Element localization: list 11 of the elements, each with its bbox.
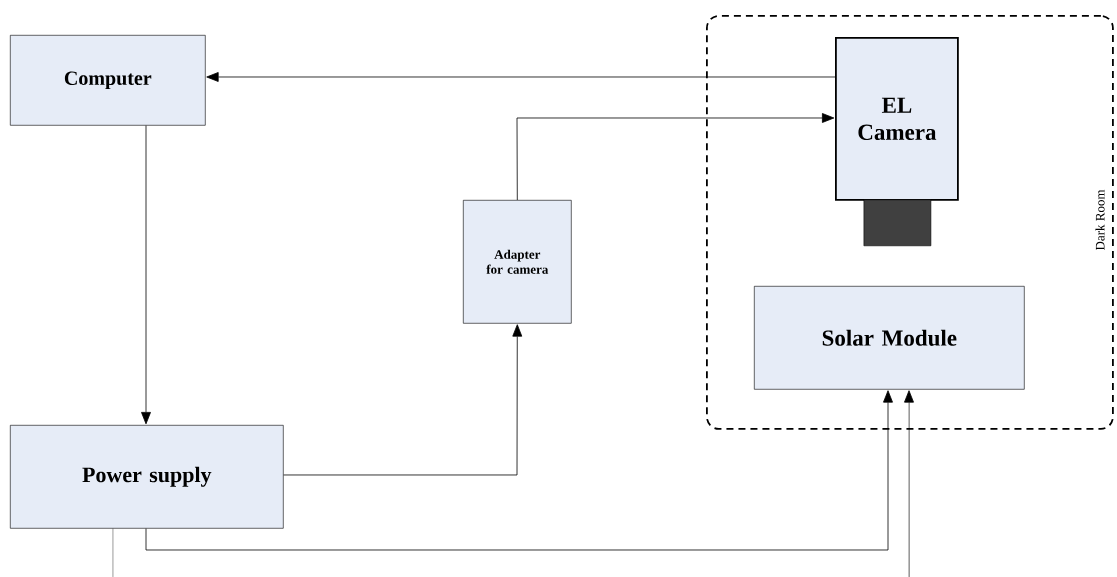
process-box: Adapter for camera bbox=[463, 200, 572, 324]
camera-box: EL Camera bbox=[835, 37, 959, 201]
arrow bbox=[141, 125, 151, 425]
arrow bbox=[145, 390, 893, 551]
process-box: Power supply bbox=[10, 424, 284, 529]
process-box: Solar Module bbox=[754, 286, 1025, 390]
process-box: Computer bbox=[10, 35, 206, 126]
arrow bbox=[516, 113, 835, 201]
arrow bbox=[283, 324, 523, 476]
arrow bbox=[904, 390, 914, 577]
arrow bbox=[206, 72, 836, 82]
